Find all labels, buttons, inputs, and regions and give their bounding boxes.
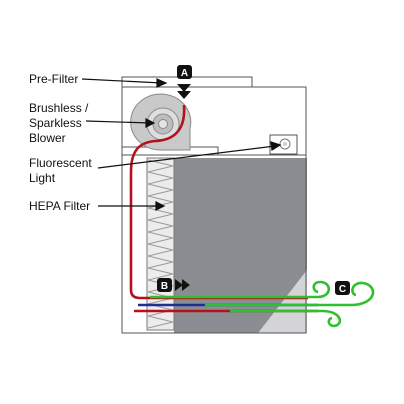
badge-a: A — [177, 65, 192, 79]
airflow-green-outflow — [150, 280, 375, 328]
badge-c: C — [335, 281, 350, 295]
hepa-filter — [146, 157, 175, 331]
labels: Pre-Filter Brushless / Sparkless Blower … — [29, 72, 92, 213]
hepa-pleat-zigzag — [147, 159, 174, 329]
outflow-arrows — [175, 279, 190, 291]
leader-lines — [81, 78, 282, 211]
blower — [130, 93, 192, 151]
fluorescent-light — [269, 134, 298, 155]
light-reflection — [258, 270, 307, 333]
label-blower-line2: Sparkless — [29, 116, 82, 130]
badge-c-label: C — [339, 284, 346, 295]
label-light-line1: Fluorescent — [29, 156, 92, 170]
badge-b-label: B — [161, 281, 168, 292]
label-blower-line3: Blower — [29, 131, 66, 145]
airflow-red-path — [129, 104, 308, 300]
label-pre-filter: Pre-Filter — [29, 72, 78, 86]
cabinet-outline — [121, 154, 307, 334]
badge-a-label: A — [181, 68, 188, 79]
label-blower-line1: Brushless / — [29, 101, 89, 115]
label-hepa-filter: HEPA Filter — [29, 199, 90, 213]
intake-arrows — [177, 84, 191, 99]
hepa-pleats — [147, 159, 174, 329]
label-light-line2: Light — [29, 171, 56, 185]
badge-b: B — [157, 278, 172, 292]
